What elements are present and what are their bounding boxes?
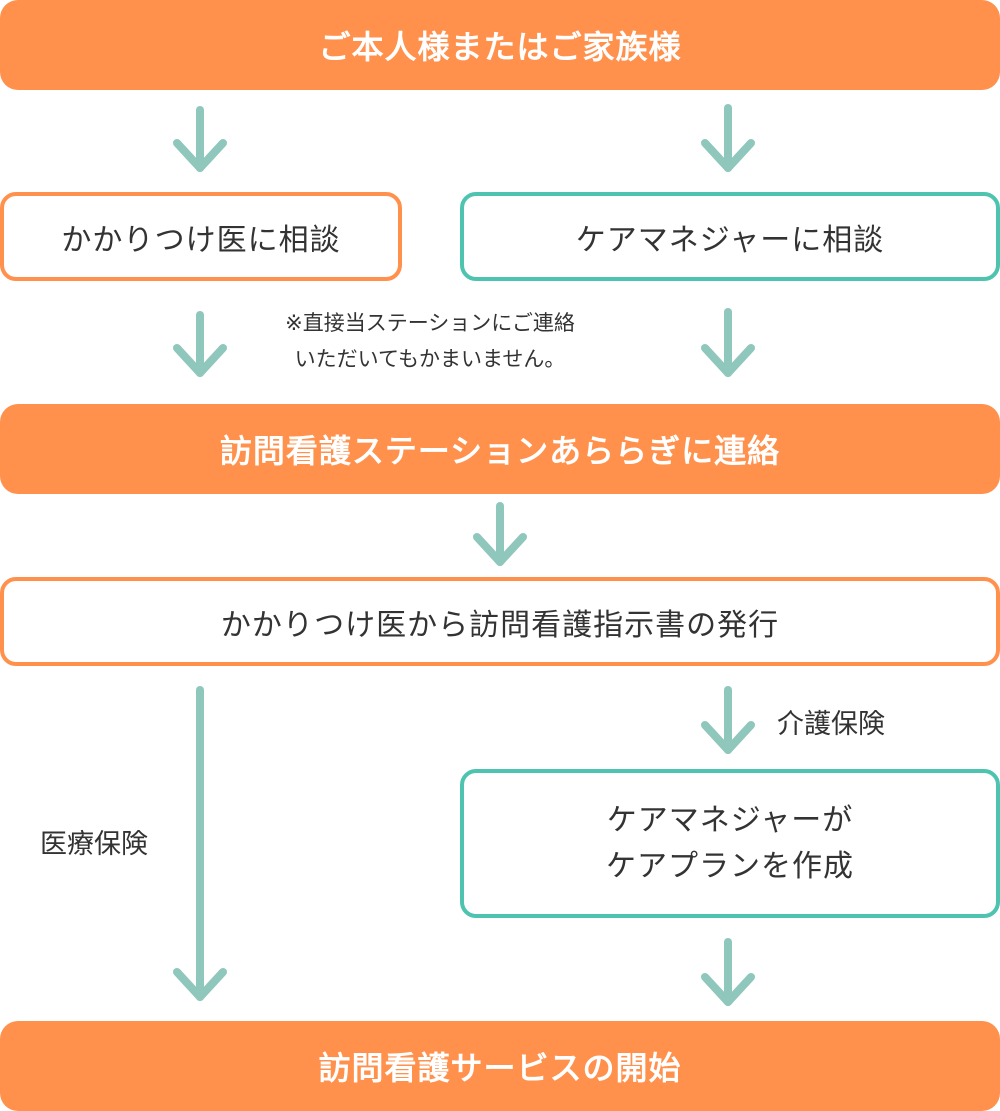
arrow-down-icon: [173, 106, 227, 172]
care-plan-line-1: ケアマネジャーが: [606, 802, 854, 838]
arrow-down-icon: [473, 502, 527, 566]
arrow-down-icon: [701, 308, 755, 377]
care-plan-line-2: ケアプランを作成: [606, 848, 854, 884]
service-start-box: 訪問看護サービスの開始: [0, 1021, 1000, 1111]
consult-care-manager-box: ケアマネジャーに相談: [460, 192, 1000, 281]
consult-doctor-label: かかりつけ医に相談: [61, 222, 341, 258]
arrow-down-icon: [173, 686, 227, 1001]
note-line-1: ※直接当ステーションにご連絡: [285, 311, 575, 335]
contact-station-label: 訪問看護ステーションあららぎに連絡: [219, 432, 781, 470]
arrow-down-icon: [701, 104, 755, 172]
start-label: ご本人様またはご家族様: [318, 28, 682, 66]
contact-station-box: 訪問看護ステーションあららぎに連絡: [0, 404, 1000, 494]
medical-insurance-label: 医療保険: [40, 829, 148, 860]
note-line-2: いただいてもかまいません。: [294, 347, 566, 371]
arrow-down-icon: [701, 938, 755, 1006]
consult-care-manager-label: ケアマネジャーに相談: [575, 222, 885, 258]
issue-instruction-label: かかりつけ医から訪問看護指示書の発行: [220, 607, 780, 643]
care-plan-box: ケアマネジャーが ケアプランを作成: [460, 769, 1000, 918]
start-box: ご本人様またはご家族様: [0, 0, 1000, 90]
service-start-label: 訪問看護サービスの開始: [318, 1049, 682, 1087]
arrow-down-icon: [701, 686, 755, 754]
care-insurance-label: 介護保険: [777, 709, 885, 740]
arrow-down-icon: [173, 311, 227, 377]
issue-instruction-box: かかりつけ医から訪問看護指示書の発行: [0, 577, 1000, 666]
consult-doctor-box: かかりつけ医に相談: [0, 192, 402, 281]
direct-contact-note: ※直接当ステーションにご連絡 いただいてもかまいません。: [240, 305, 620, 377]
